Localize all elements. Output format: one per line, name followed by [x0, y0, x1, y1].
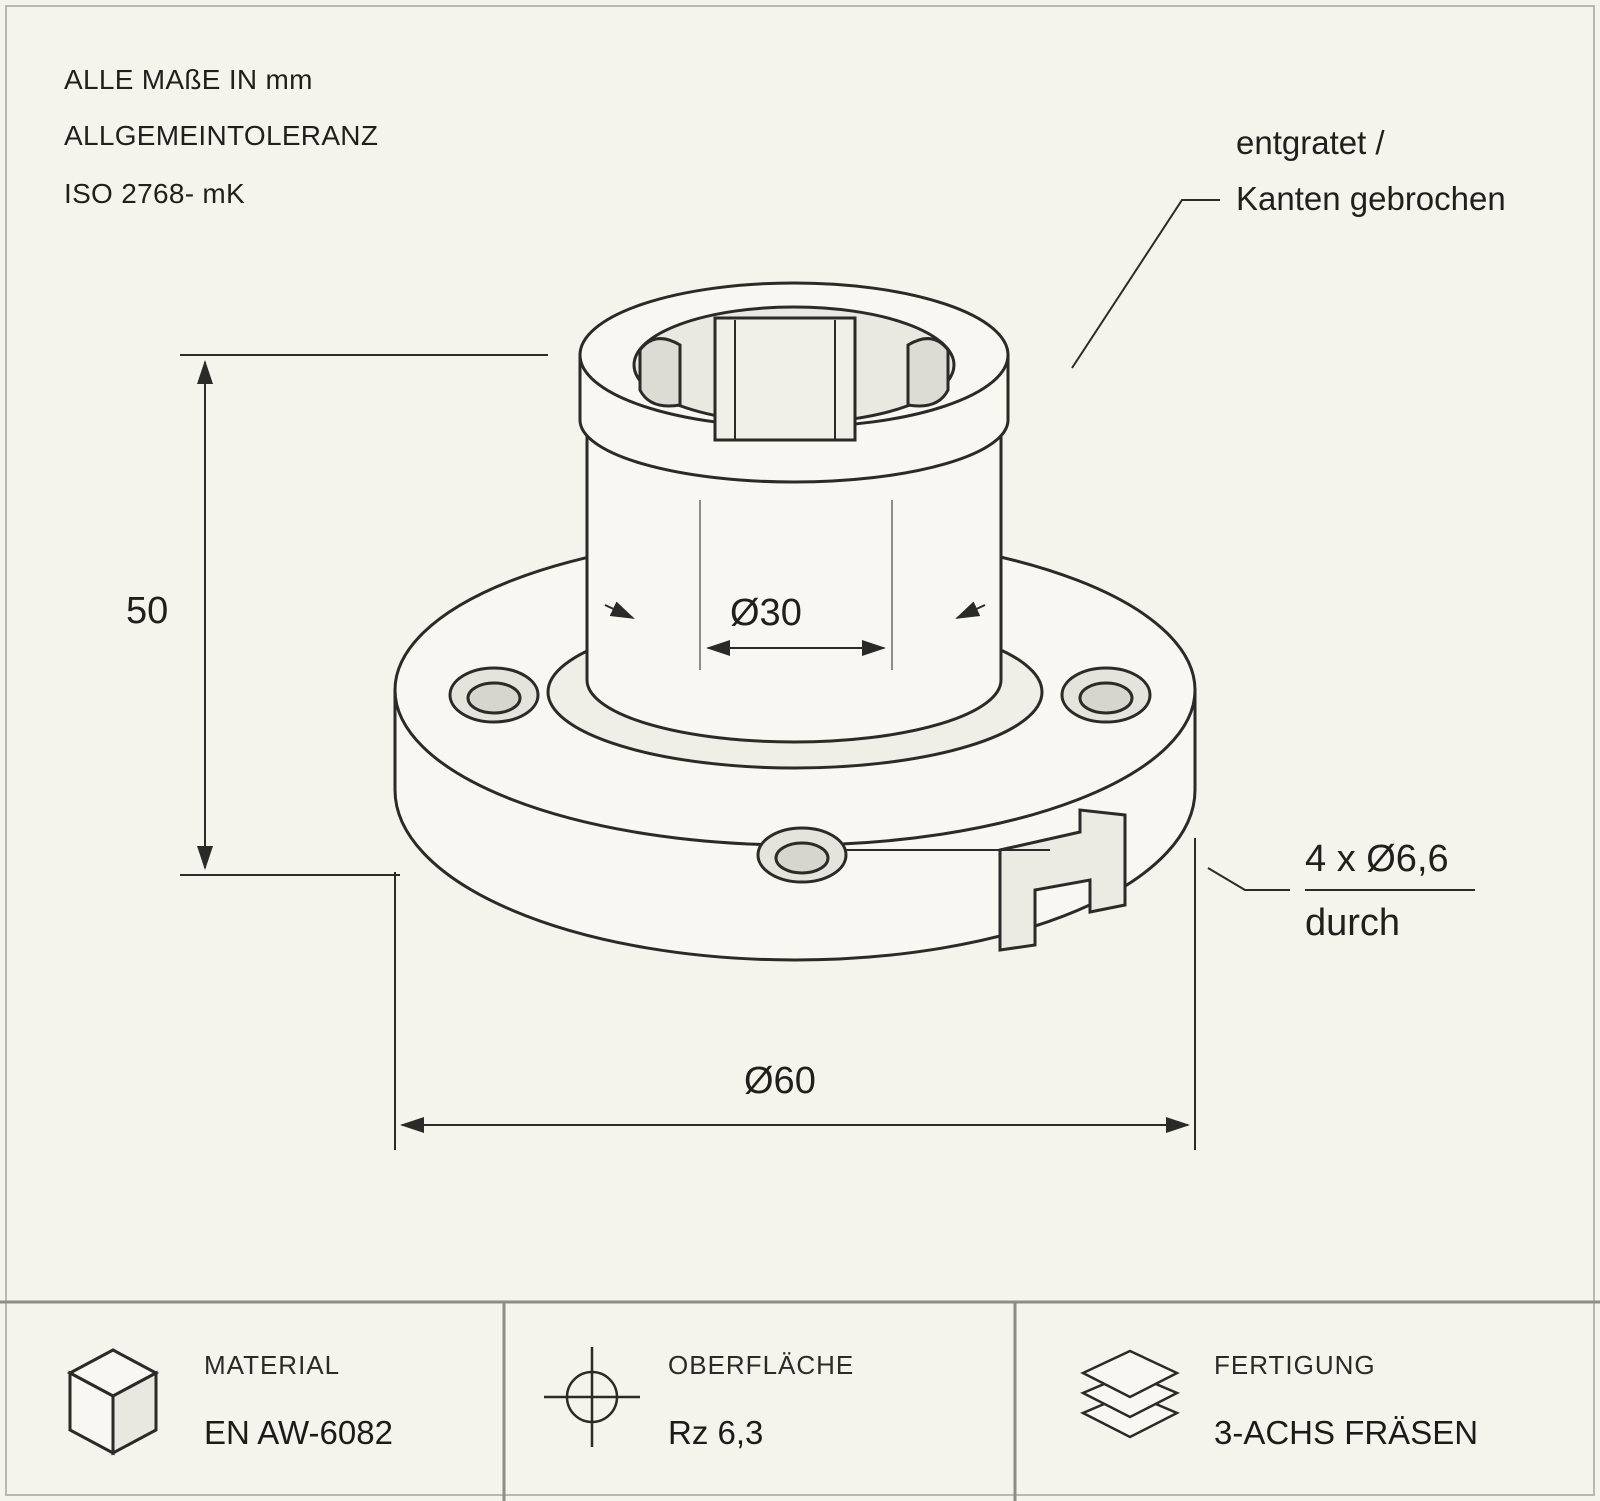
dim-inner-lines — [604, 601, 986, 656]
cube-icon — [66, 1348, 160, 1456]
note-tolerance-title: ALLGEMEINTOLERANZ — [64, 120, 379, 151]
manufacturing-label: FERTIGUNG — [1214, 1350, 1376, 1380]
surface-value: Rz 6,3 — [668, 1414, 764, 1451]
note-tolerance-standard: ISO 2768- mK — [64, 178, 246, 209]
leader-deburr — [1071, 199, 1220, 369]
material-value: EN AW-6082 — [204, 1414, 393, 1451]
layers-icon — [1080, 1349, 1180, 1439]
manufacturing-value: 3-ACHS FRÄSEN — [1214, 1414, 1479, 1451]
callout-edges-broken: Kanten gebrochen — [1236, 180, 1506, 217]
leader-holes — [846, 849, 1475, 891]
dim-height-label: 50 — [126, 590, 169, 632]
surface-label: OBERFLÄCHE — [668, 1350, 855, 1380]
dim-inner-diameter-label: Ø30 — [730, 592, 802, 634]
callout-hole-spec: 4 x Ø6,6 — [1305, 838, 1449, 880]
crosshair-icon — [544, 1347, 640, 1447]
callout-deburred: entgratet / — [1236, 124, 1385, 161]
material-label: MATERIAL — [204, 1350, 341, 1380]
callout-hole-through: durch — [1305, 902, 1401, 944]
dim-height-lines — [180, 354, 548, 876]
dim-outer-diameter-label: Ø60 — [744, 1060, 816, 1102]
note-units: ALLE MAßE IN mm — [64, 64, 313, 95]
hub-cylinder — [578, 281, 1010, 744]
dim-outer-lines — [394, 838, 1196, 1150]
flange-holes — [448, 666, 1152, 884]
